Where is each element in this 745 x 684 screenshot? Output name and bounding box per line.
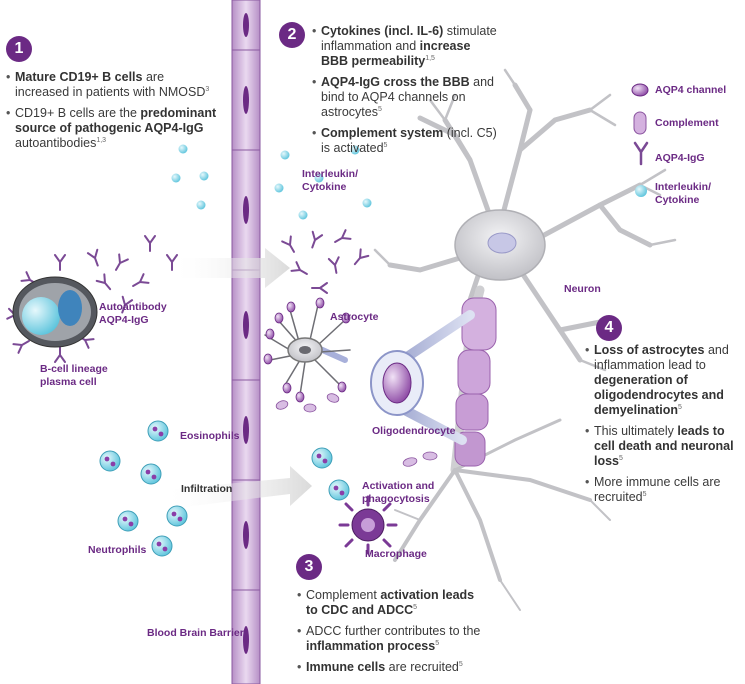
legend-complement: Complement bbox=[655, 117, 719, 129]
step-4-bullet-1: Loss of astrocytes and inflammation lead… bbox=[585, 343, 743, 418]
b-cell-plasma-cell bbox=[12, 276, 98, 348]
step-1-text: Mature CD19+ B cells are increased in pa… bbox=[6, 70, 220, 157]
step-badge-3: 3 bbox=[296, 554, 322, 580]
aqp4-channels-on-astrocyte bbox=[263, 297, 351, 403]
step-badge-1: 1 bbox=[6, 36, 32, 62]
step-2-bullet-3: Complement system (incl. C5) is activate… bbox=[312, 126, 500, 156]
legend-aqp4-channel: AQP4 channel bbox=[655, 84, 727, 96]
step-3-bullet-3: Immune cells are recruited5 bbox=[297, 660, 487, 675]
step-badge-2: 2 bbox=[279, 22, 305, 48]
label-oligodendrocyte: Oligodendrocyte bbox=[372, 425, 456, 437]
label-macrophage: Macrophage bbox=[365, 548, 427, 560]
label-astrocyte: Astrocyte bbox=[330, 311, 379, 323]
step-3-bullet-1: Complement activation leads to CDC and A… bbox=[297, 588, 487, 618]
step-1-bullet-1: Mature CD19+ B cells are increased in pa… bbox=[6, 70, 220, 100]
step-1-bullet-2: CD19+ B cells are the predominant source… bbox=[6, 106, 220, 151]
label-neutrophils: Neutrophils bbox=[88, 544, 147, 556]
label-infiltration: Infiltration bbox=[181, 483, 233, 495]
step-2-bullet-2: AQP4-IgG cross the BBB and bind to AQP4 … bbox=[312, 75, 500, 120]
step-4-text: Loss of astrocytes and inflammation lead… bbox=[585, 343, 743, 511]
label-activation-phagocytosis: Activation and phagocytosis bbox=[362, 480, 435, 505]
migration-arrows bbox=[160, 248, 312, 510]
step-4-bullet-3: More immune cells are recruited5 bbox=[585, 475, 743, 505]
step-4-bullet-2: This ultimately leads to cell death and … bbox=[585, 424, 743, 469]
label-bcell: B-cell lineage plasma cell bbox=[40, 363, 108, 388]
blood-brain-barrier-column bbox=[231, 0, 261, 684]
label-blood-brain-barrier: Blood Brain Barrier bbox=[147, 627, 244, 639]
step-3-bullet-2: ADCC further contributes to the inflamma… bbox=[297, 624, 487, 654]
label-autoantibody: Autoantibody AQP4-IgG bbox=[99, 301, 167, 326]
legend-interleukin: Interleukin/ Cytokine bbox=[655, 181, 712, 206]
legend-icons bbox=[631, 83, 649, 197]
complement-proteins bbox=[275, 393, 438, 467]
step-badge-4: 4 bbox=[596, 315, 622, 341]
step-2-text: Cytokines (incl. IL-6) stimulate inflamm… bbox=[312, 24, 500, 162]
label-eosinophils: Eosinophils bbox=[180, 430, 240, 442]
astrocyte bbox=[264, 304, 351, 396]
step-3-text: Complement activation leads to CDC and A… bbox=[297, 588, 487, 681]
immune-cells bbox=[99, 420, 350, 557]
legend-aqp4-igg: AQP4-IgG bbox=[655, 152, 705, 164]
macrophage bbox=[338, 495, 398, 555]
step-2-bullet-1: Cytokines (incl. IL-6) stimulate inflamm… bbox=[312, 24, 500, 69]
label-interleukin-cytokine: Interleukin/ Cytokine bbox=[302, 168, 359, 193]
label-neuron: Neuron bbox=[564, 283, 601, 295]
oligodendrocyte bbox=[315, 310, 475, 445]
immune-cell-granules bbox=[104, 426, 345, 552]
